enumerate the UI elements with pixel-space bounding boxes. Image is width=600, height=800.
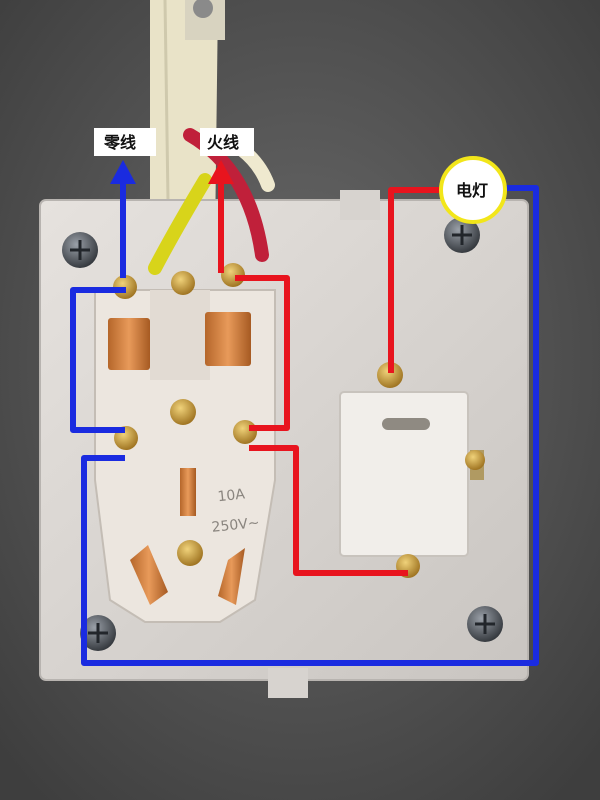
neutral-loop-line (70, 287, 126, 433)
label-live-text: 火线 (207, 133, 239, 152)
label-neutral-text: 零线 (103, 133, 136, 152)
screw-icon (62, 217, 503, 651)
label-live: 火线 (200, 128, 254, 156)
live-wire-path (218, 177, 448, 576)
neutral-wire-path (70, 177, 539, 666)
label-lamp-text: 电灯 (456, 181, 488, 200)
live-loop-line (235, 275, 290, 431)
yellow-wire (148, 173, 212, 275)
socket-body: 10A 250V~ (94, 289, 276, 623)
neutral-main-line (81, 185, 539, 666)
lamp-line (388, 187, 448, 373)
socket-rating-text: 10A (217, 486, 246, 505)
arrow-up-icon (110, 160, 136, 184)
switch-body (339, 391, 484, 557)
arrow-up-icon (208, 160, 234, 184)
socket-voltage-text: 250V~ (211, 515, 260, 536)
label-lamp: 电灯 (439, 156, 507, 224)
label-neutral: 零线 (94, 128, 156, 156)
live-switch-line (249, 445, 408, 576)
